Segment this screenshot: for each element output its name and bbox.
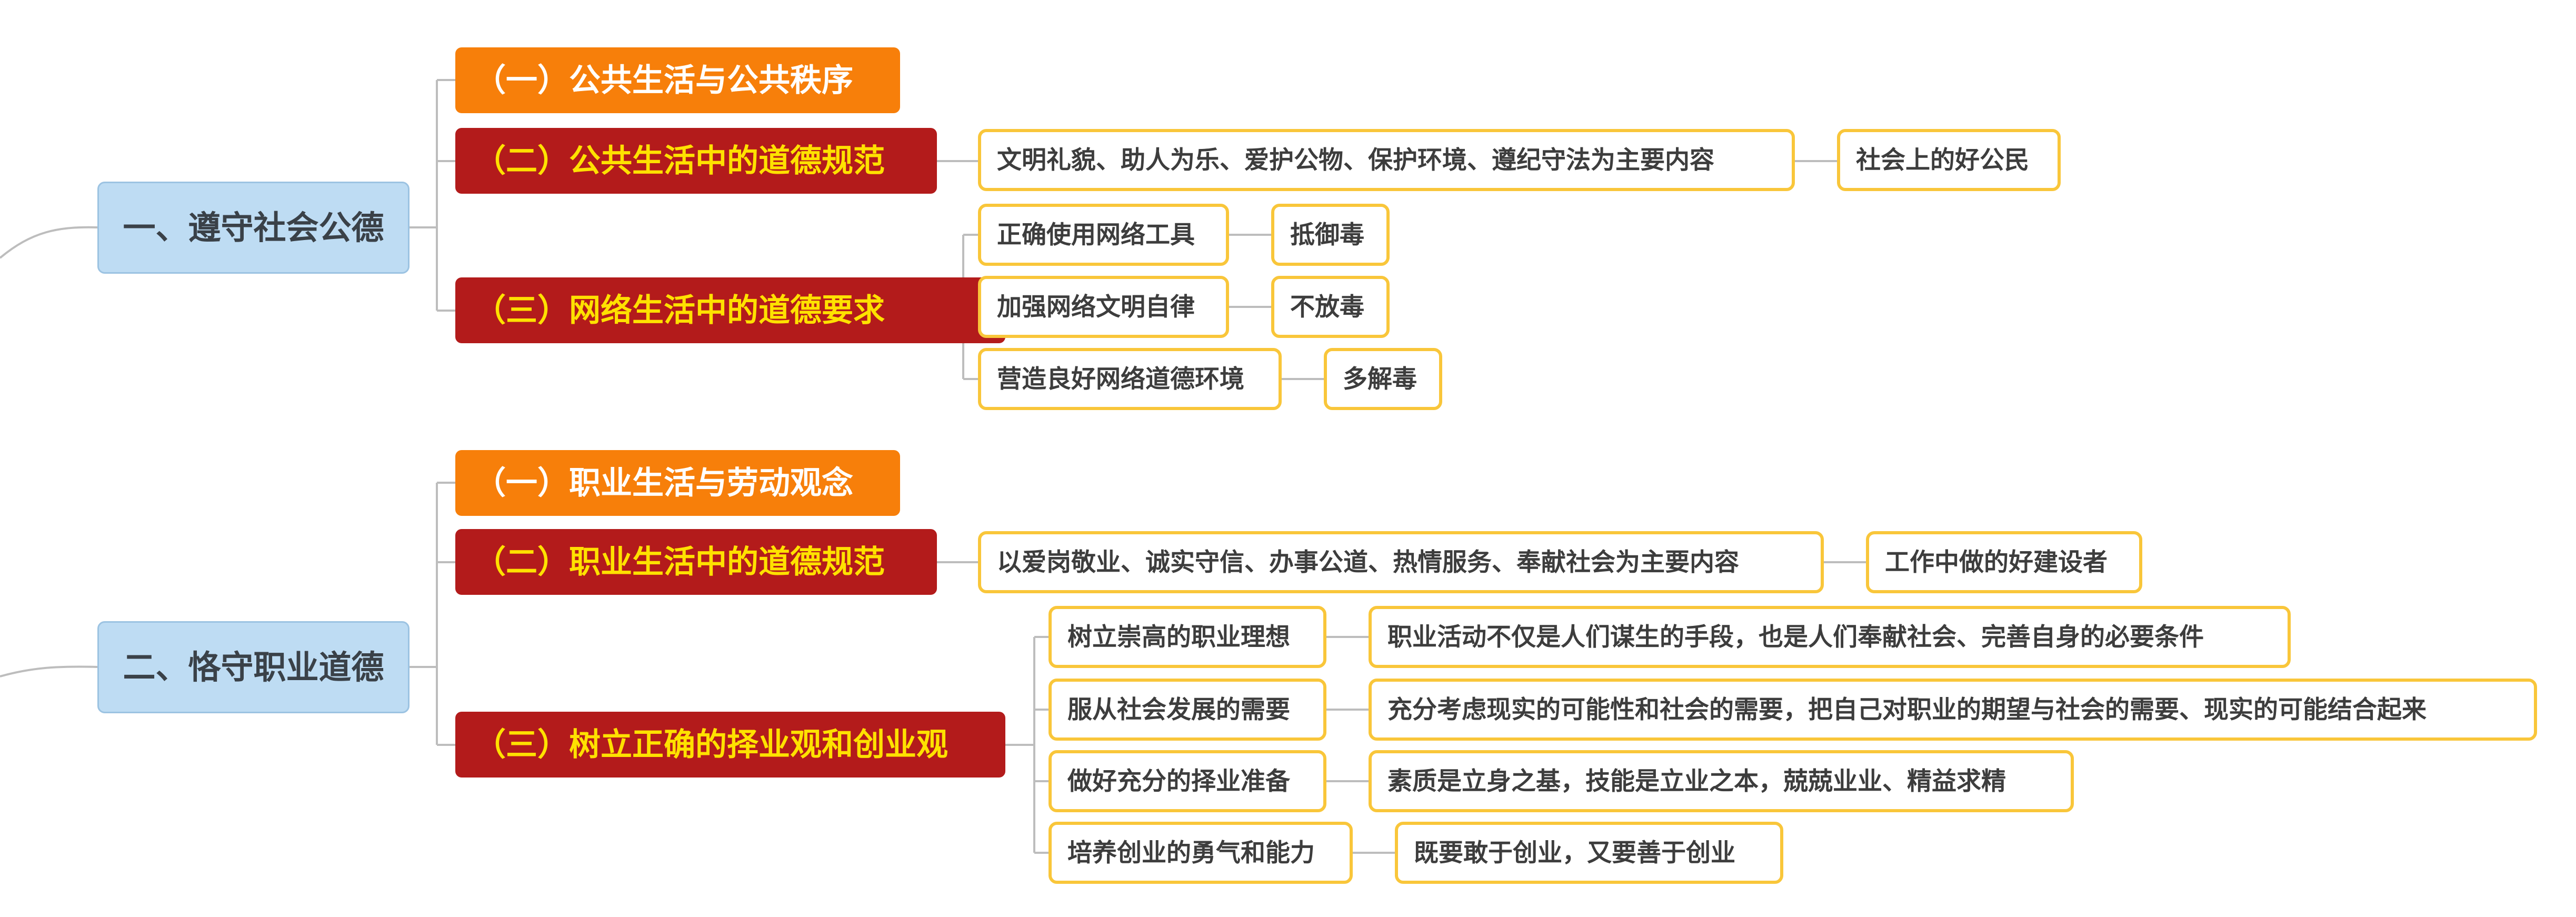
s1-b2-content[interactable]: 文明礼貌、助人为乐、爱护公物、保护环境、遵纪守法为主要内容 — [978, 129, 1795, 191]
s1-b3-item-2[interactable]: 加强网络文明自律 — [978, 276, 1229, 338]
s2-b3-note-2[interactable]: 充分考虑现实的可能性和社会的需要，把自己对职业的期望与社会的需要、现实的可能结合… — [1369, 679, 2537, 741]
s2-b3-item-4[interactable]: 培养创业的勇气和能力 — [1049, 822, 1353, 884]
s2-b3-note-1[interactable]: 职业活动不仅是人们谋生的手段，也是人们奉献社会、完善自身的必要条件 — [1369, 606, 2291, 668]
s2-b2-content[interactable]: 以爱岗敬业、诚实守信、办事公道、热情服务、奉献社会为主要内容 — [978, 531, 1824, 593]
section-2-title[interactable]: 二、恪守职业道德 — [97, 621, 410, 713]
s1-b3-note-1[interactable]: 抵御毒 — [1271, 204, 1390, 266]
s2-b3-note-4[interactable]: 既要敢于创业，又要善于创业 — [1395, 822, 1783, 884]
s2-b2-result[interactable]: 工作中做的好建设者 — [1866, 531, 2142, 593]
s1-branch-2[interactable]: （二）公共生活中的道德规范 — [455, 128, 937, 194]
section-1-title[interactable]: 一、遵守社会公德 — [97, 182, 410, 274]
s1-b3-note-2[interactable]: 不放毒 — [1271, 276, 1390, 338]
s1-b3-note-3[interactable]: 多解毒 — [1324, 348, 1442, 410]
s2-b3-item-3[interactable]: 做好充分的择业准备 — [1049, 750, 1326, 812]
s2-branch-1[interactable]: （一）职业生活与劳动观念 — [455, 450, 900, 516]
s1-b3-item-3[interactable]: 营造良好网络道德环境 — [978, 348, 1282, 410]
s1-b2-result[interactable]: 社会上的好公民 — [1837, 129, 2061, 191]
s1-branch-3[interactable]: （三）网络生活中的道德要求 — [455, 277, 1005, 343]
s2-branch-2[interactable]: （二）职业生活中的道德规范 — [455, 529, 937, 595]
s2-b3-item-1[interactable]: 树立崇高的职业理想 — [1049, 606, 1326, 668]
s1-b3-item-1[interactable]: 正确使用网络工具 — [978, 204, 1229, 266]
s2-b3-note-3[interactable]: 素质是立身之基，技能是立业之本，兢兢业业、精益求精 — [1369, 750, 2074, 812]
s2-branch-3[interactable]: （三）树立正确的择业观和创业观 — [455, 712, 1005, 778]
s1-branch-1[interactable]: （一）公共生活与公共秩序 — [455, 47, 900, 113]
s2-b3-item-2[interactable]: 服从社会发展的需要 — [1049, 679, 1326, 741]
